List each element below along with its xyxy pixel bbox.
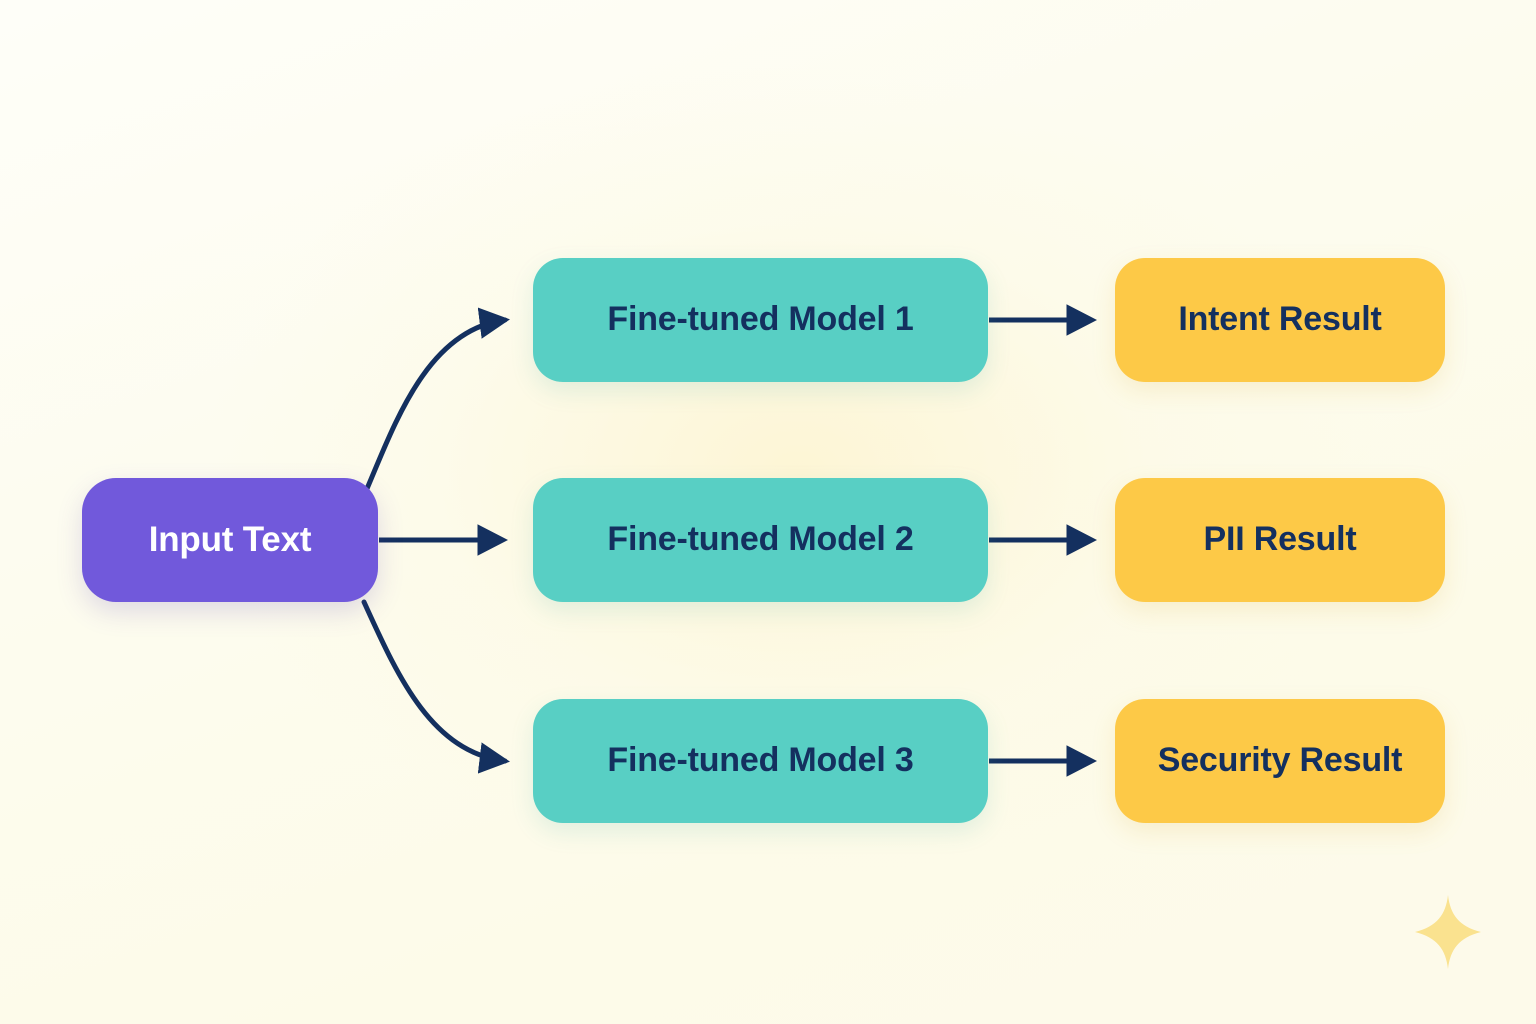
node-pii-result-label: PII Result — [1203, 520, 1357, 559]
node-intent-result[interactable]: Intent Result — [1115, 258, 1445, 382]
node-fine-tuned-model-2-label: Fine-tuned Model 2 — [607, 520, 914, 559]
node-intent-result-label: Intent Result — [1178, 300, 1382, 339]
node-input-text[interactable]: Input Text — [82, 478, 378, 602]
node-security-result-label: Security Result — [1157, 741, 1403, 780]
node-pii-result[interactable]: PII Result — [1115, 478, 1445, 602]
node-fine-tuned-model-1[interactable]: Fine-tuned Model 1 — [533, 258, 988, 382]
node-input-text-label: Input Text — [148, 519, 312, 559]
node-fine-tuned-model-2[interactable]: Fine-tuned Model 2 — [533, 478, 988, 602]
edge-input-to-model-1 — [360, 307, 510, 501]
node-fine-tuned-model-3[interactable]: Fine-tuned Model 3 — [533, 699, 988, 823]
node-fine-tuned-model-1-label: Fine-tuned Model 1 — [607, 300, 914, 339]
node-security-result[interactable]: Security Result — [1115, 699, 1445, 823]
edge-input-to-model-3 — [361, 599, 510, 774]
node-fine-tuned-model-3-label: Fine-tuned Model 3 — [607, 741, 914, 780]
